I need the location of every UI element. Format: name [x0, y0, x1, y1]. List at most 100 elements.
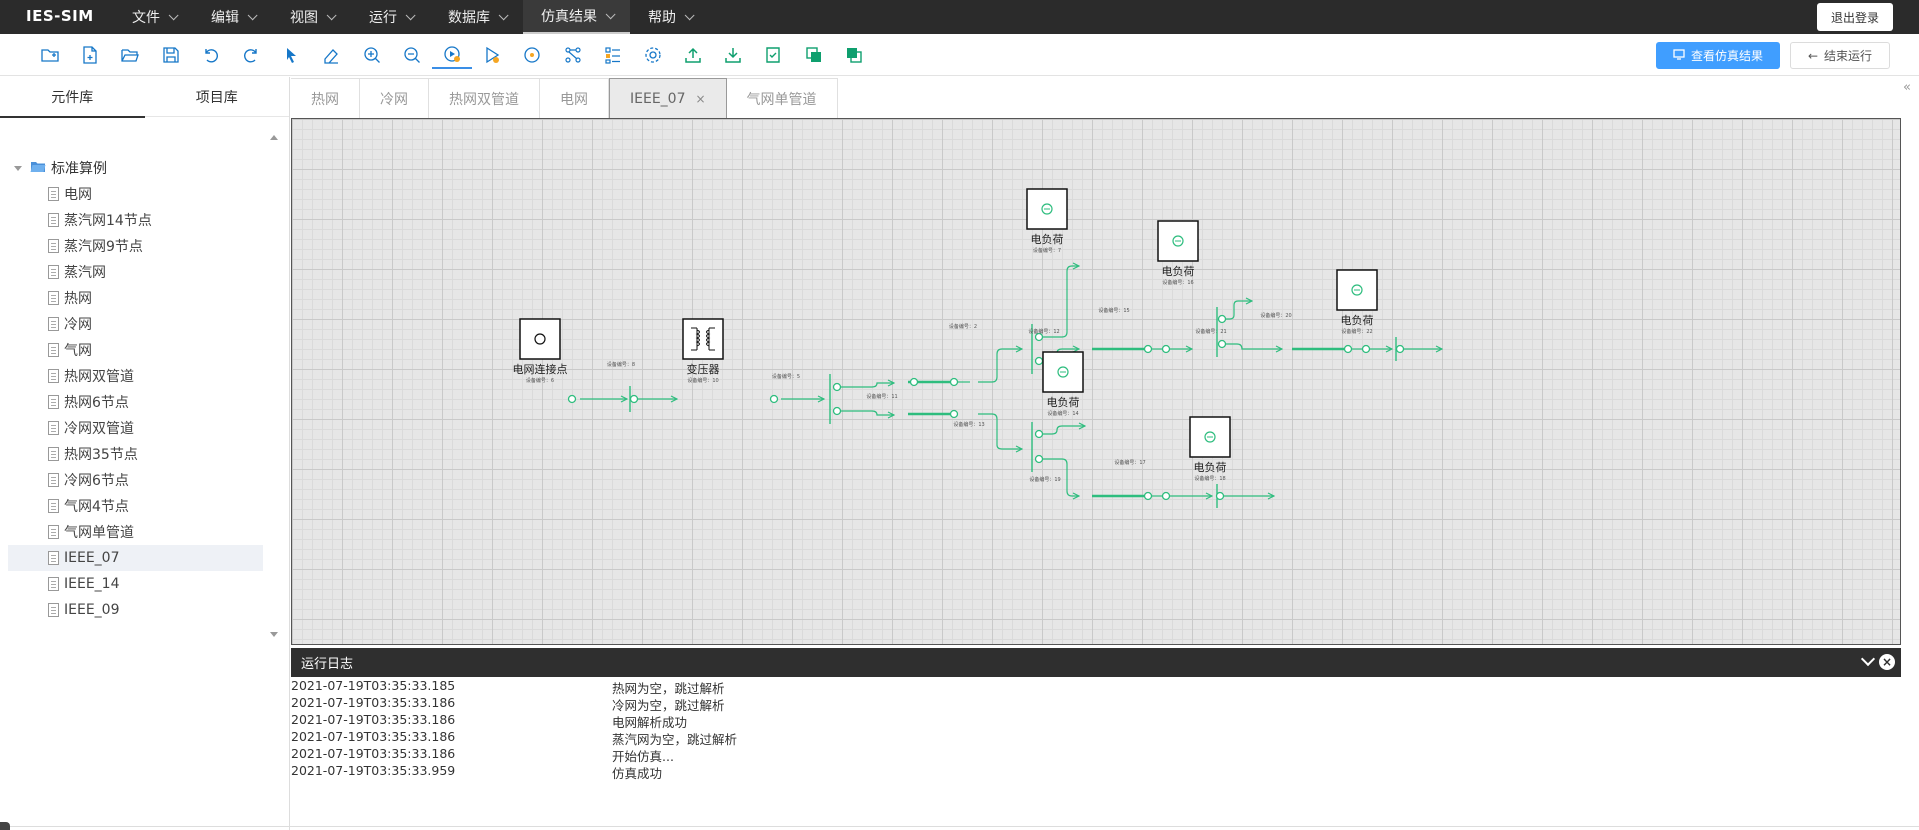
graph-icon[interactable] [552, 41, 592, 69]
settings-icon[interactable] [633, 41, 673, 69]
document-icon [48, 577, 59, 591]
run-pointer-icon[interactable] [472, 41, 512, 69]
document-icon [48, 447, 59, 461]
zoom-out-icon[interactable] [392, 41, 432, 69]
connection-points [567, 314, 1405, 501]
doc-tab[interactable]: 电网 [540, 78, 609, 118]
app-brand: IES-SIM [26, 7, 94, 25]
grid-connection-component[interactable] [519, 318, 561, 360]
collapse-panel-icon[interactable]: « [1903, 80, 1911, 95]
log-header: 运行日志 × [291, 648, 1901, 677]
log-time: 2021-07-19T03:35:33.959 [291, 763, 456, 778]
tree-item[interactable]: 电网 [8, 181, 263, 207]
tree-item[interactable]: 蒸汽网9节点 [8, 233, 263, 259]
document-icon [48, 369, 59, 383]
zoom-in-icon[interactable] [352, 41, 392, 69]
tree-root-standard-cases[interactable]: 标准算例 [8, 155, 263, 181]
tree-item-label: 冷网6节点 [64, 473, 129, 489]
tree-item[interactable]: 热网6节点 [8, 389, 263, 415]
end-run-button[interactable]: ← 结束运行 [1790, 42, 1890, 69]
document-icon [48, 551, 59, 565]
tree-item[interactable]: 热网 [8, 285, 263, 311]
list-icon[interactable] [593, 41, 633, 69]
menu-item[interactable]: 运行 [351, 0, 430, 34]
upload-icon[interactable] [673, 41, 713, 69]
scroll-up-icon[interactable] [270, 135, 278, 140]
verify-icon[interactable] [753, 41, 793, 69]
open-folder-icon[interactable] [110, 41, 150, 69]
doc-tab-label: 冷网 [380, 91, 408, 108]
electric-load-16[interactable] [1157, 220, 1199, 262]
electric-load-7[interactable] [1026, 188, 1068, 230]
menu-label: 编辑 [211, 10, 239, 26]
scroll-down-icon[interactable] [270, 632, 278, 637]
save-icon[interactable] [151, 41, 191, 69]
bus13-label: 设备编号：13 [953, 421, 984, 428]
logout-button[interactable]: 退出登录 [1816, 3, 1893, 31]
tree-item[interactable]: 冷网双管道 [8, 415, 263, 441]
chevron-down-icon[interactable] [1860, 651, 1876, 667]
menu-item[interactable]: 视图 [272, 0, 351, 34]
resize-handle[interactable] [0, 822, 10, 830]
menu-item[interactable]: 数据库 [430, 0, 523, 34]
menu-item[interactable]: 文件 [114, 0, 193, 34]
menu-item[interactable]: 编辑 [193, 0, 272, 34]
copy-icon[interactable] [794, 41, 834, 69]
tab-project-library[interactable]: 项目库 [195, 90, 238, 106]
tree-item[interactable]: 冷网 [8, 311, 263, 337]
electric-load-18[interactable] [1189, 416, 1231, 458]
target-icon[interactable] [512, 41, 552, 69]
tree-item[interactable]: 蒸汽网14节点 [8, 207, 263, 233]
load18-label: 电负荷 [1194, 460, 1227, 474]
tree-item[interactable]: 冷网6节点 [8, 467, 263, 493]
tree-item[interactable]: 气网 [8, 337, 263, 363]
doc-tab[interactable]: 热网双管道 [429, 78, 540, 118]
redo-icon[interactable] [231, 41, 271, 69]
layers-icon[interactable] [834, 41, 874, 69]
pointer-icon[interactable] [271, 41, 311, 69]
tree-item[interactable]: 气网4节点 [8, 493, 263, 519]
electric-load-22[interactable] [1336, 269, 1378, 311]
bus21-label: 设备编号：21 [1195, 328, 1226, 335]
run-check-icon[interactable] [431, 41, 473, 69]
tree-item[interactable]: 气网单管道 [8, 519, 263, 545]
document-icon [48, 499, 59, 513]
tab-component-library[interactable]: 元件库 [0, 77, 145, 118]
close-icon[interactable]: × [695, 91, 706, 106]
tree-item[interactable]: IEEE_07 [8, 545, 263, 571]
expand-arrow-icon[interactable] [14, 165, 22, 171]
log-time: 2021-07-19T03:35:33.186 [291, 695, 456, 710]
close-icon[interactable]: × [1879, 654, 1895, 670]
tree-item[interactable]: 热网35节点 [8, 441, 263, 467]
tree-item[interactable]: IEEE_09 [8, 597, 263, 623]
electric-load-14[interactable] [1042, 351, 1084, 393]
transformer-component[interactable] [682, 318, 724, 360]
doc-tab[interactable]: IEEE_07× [609, 78, 727, 118]
view-results-label: 查看仿真结果 [1690, 49, 1763, 63]
sidebar-scrollbar[interactable] [268, 131, 280, 641]
tree-item[interactable]: IEEE_14 [8, 571, 263, 597]
new-folder-icon[interactable] [30, 41, 70, 69]
doc-tab-label: 热网双管道 [449, 91, 519, 108]
document-icon [48, 473, 59, 487]
menu-item[interactable]: 仿真结果 [523, 0, 630, 34]
diagram-canvas[interactable]: 电网连接点 设备编号：6 变压器 设备编号：10 电负荷 设备编号：7 电负荷 … [291, 118, 1901, 645]
doc-tab[interactable]: 冷网 [360, 78, 429, 118]
case-tree: 标准算例 电网蒸汽网14节点蒸汽网9节点蒸汽网热网冷网气网热网双管道热网6节点冷… [8, 155, 263, 623]
doc-tab[interactable]: 热网 [291, 78, 360, 118]
new-file-icon[interactable] [70, 41, 110, 69]
wires [580, 266, 1442, 496]
download-icon[interactable] [713, 41, 753, 69]
undo-icon[interactable] [191, 41, 231, 69]
folder-open-icon [30, 160, 46, 177]
tree-item[interactable]: 热网双管道 [8, 363, 263, 389]
view-results-button[interactable]: 查看仿真结果 [1656, 42, 1780, 69]
doc-tab[interactable]: 气网单管道 [726, 78, 838, 118]
menu-item[interactable]: 帮助 [630, 0, 709, 34]
eraser-icon[interactable] [311, 41, 351, 69]
tree-item[interactable]: 蒸汽网 [8, 259, 263, 285]
